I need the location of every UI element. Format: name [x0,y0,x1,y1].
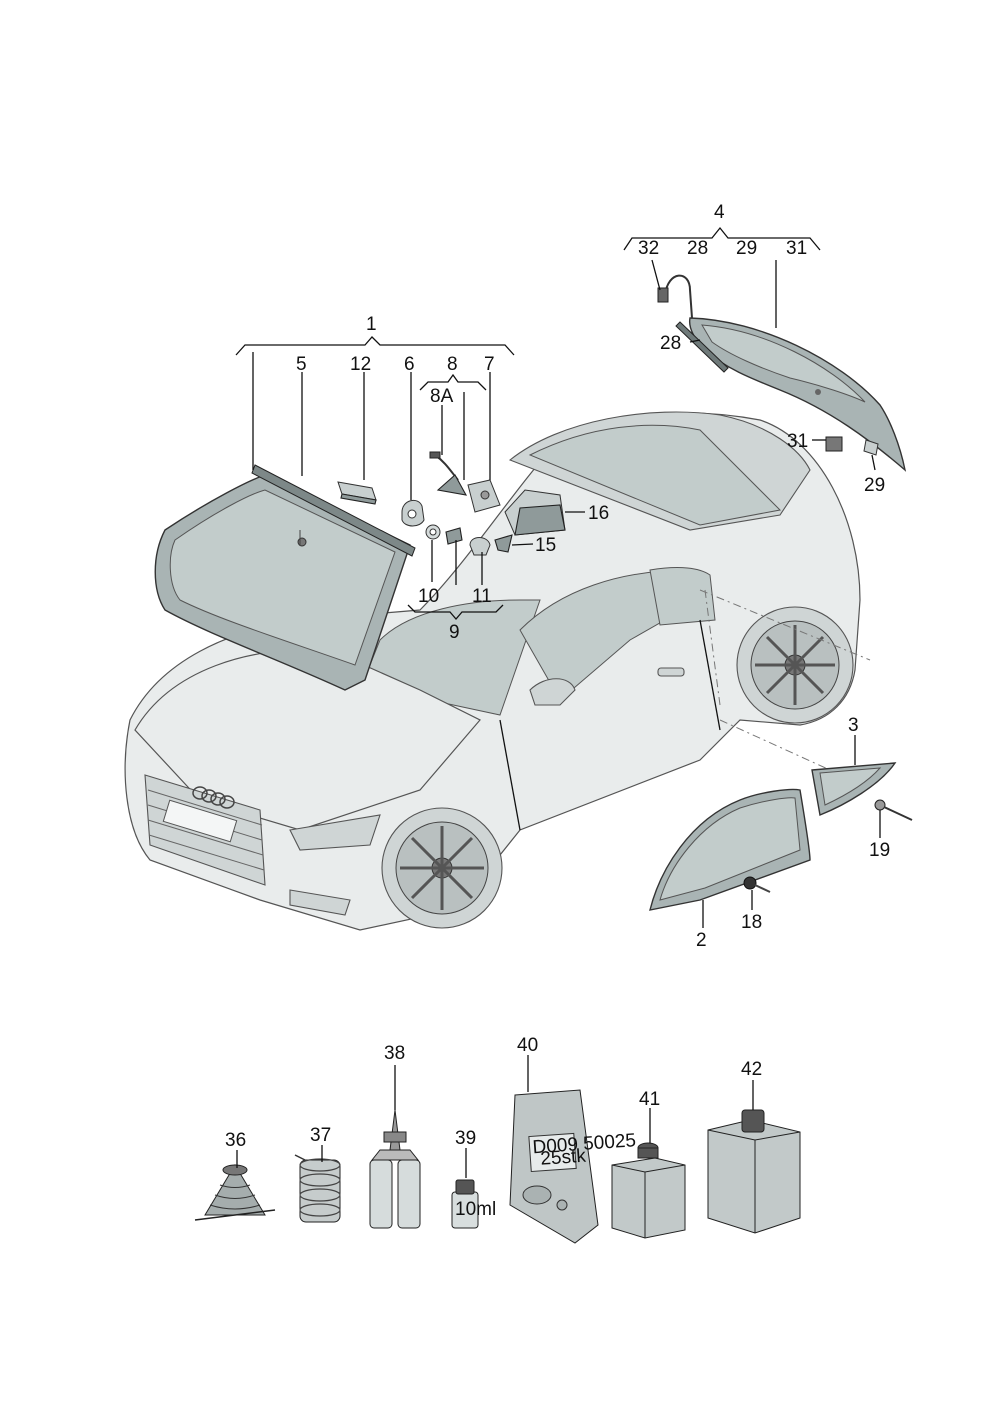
bag-40-line2: 25stk [540,1146,587,1170]
label-16: 16 [588,503,609,524]
part-12-cover [337,481,377,505]
label-31-top: 31 [786,238,807,259]
assembly-guide-lines [699,589,871,771]
label-6: 6 [404,354,415,375]
part-3-quarter-glass [811,762,897,816]
label-15: 15 [535,535,556,556]
part-19-clip [874,799,913,821]
label-3: 3 [848,715,859,736]
windshield-part [154,464,416,691]
part-15-clip [494,534,513,553]
label-5: 5 [296,354,307,375]
label-38: 38 [384,1043,405,1064]
label-41: 41 [639,1089,660,1110]
label-18: 18 [741,912,762,933]
label-2: 2 [696,930,707,951]
part-9-clip [445,527,463,545]
part-8a-sensor [429,451,468,496]
part-6-clamp [401,499,425,527]
bottle-39-label: 10ml [455,1199,496,1220]
label-42: 42 [741,1059,762,1080]
label-11: 11 [472,586,492,607]
label-1: 1 [366,314,377,335]
label-40: 40 [517,1035,538,1056]
label-28-top: 28 [687,238,708,259]
label-28: 28 [660,333,681,354]
part-39-bottle: 10ml [451,1179,496,1229]
label-32: 32 [638,238,659,259]
label-7: 7 [484,354,495,375]
part-18-screw [743,876,771,893]
part-42-can [707,1109,801,1234]
part-10-ring [425,524,441,540]
label-29: 29 [864,475,885,496]
label-19: 19 [869,840,890,861]
rear-window-part [657,274,907,472]
label-39: 39 [455,1128,476,1149]
callout-labels: 1 5 12 6 8 7 8A 16 15 10 11 9 4 32 28 29… [225,202,890,1151]
part-11-clip [469,537,491,556]
label-37: 37 [310,1125,331,1146]
label-8: 8 [447,354,458,375]
label-8a: 8A [430,386,454,407]
part-40-bag: D009 50025 25stk [509,1089,637,1244]
part-41-can [611,1142,686,1239]
label-4: 4 [714,202,725,223]
label-31: 31 [787,431,808,452]
part-36-cord-spool [194,1164,276,1221]
part-7-bracket [467,479,501,513]
leader-lines [235,226,881,1178]
part-37-wire-coil [294,1154,341,1223]
label-10: 10 [418,586,439,607]
part-2-door-glass [649,788,811,911]
part-16-cover [504,489,566,536]
part-38-adhesive-cartridge [369,1109,421,1229]
label-12: 12 [350,354,371,375]
label-36: 36 [225,1130,246,1151]
label-29-top: 29 [736,238,757,259]
label-9: 9 [449,622,460,643]
car-body [124,411,861,931]
